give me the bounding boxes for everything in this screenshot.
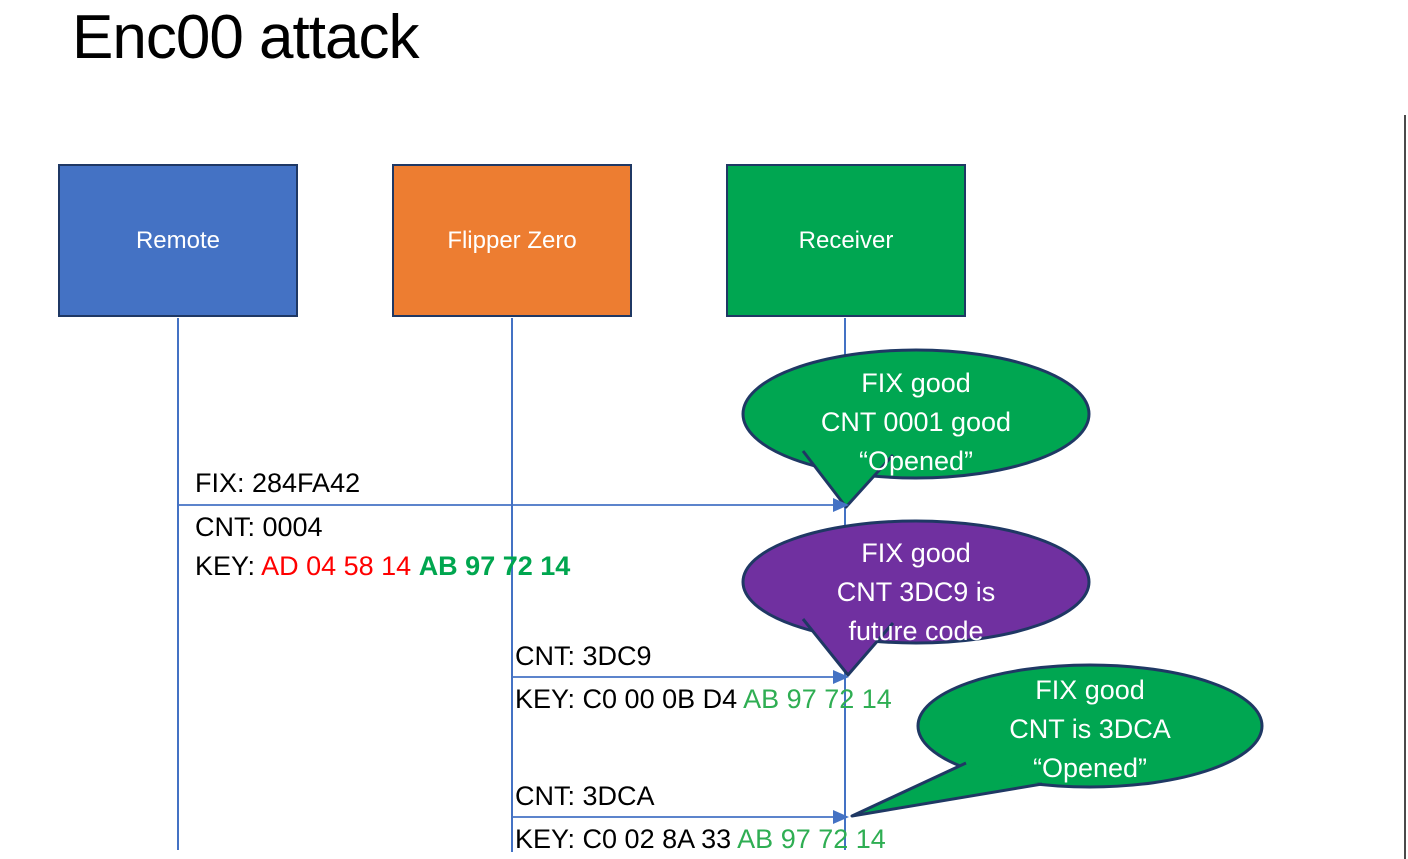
message-arrow-2 [513, 670, 849, 684]
actor-label-remote: Remote [135, 226, 221, 254]
actor-box-remote: Remote [58, 164, 298, 317]
message-3-key-text: KEY: C0 02 8A 33 AB 97 72 14 [515, 824, 886, 854]
message-arrow-1 [179, 498, 849, 512]
callout-line: CNT 0001 good [820, 407, 1012, 437]
slide-right-edge-line [1404, 115, 1406, 859]
actor-label-receiver: Receiver [798, 226, 894, 254]
callout-text-opened-1: FIX good CNT 0001 good “Opened” [766, 364, 1066, 481]
message-1-cnt-text: CNT: 0004 [195, 512, 323, 542]
key-prefix: KEY: [195, 551, 262, 581]
callout-line: FIX good [861, 368, 971, 398]
message-1-fix-text: FIX: 284FA42 [195, 468, 361, 498]
callout-line: future code [848, 616, 984, 646]
slide-title: Enc00 attack [72, 3, 419, 72]
callout-line: “Opened” [858, 446, 974, 476]
callout-bubble-opened-2 [850, 663, 1264, 818]
callout-line: FIX good [1035, 675, 1145, 705]
message-2-key-text: KEY: C0 00 0B D4 AB 97 72 14 [515, 684, 892, 714]
actor-box-flipper-zero: Flipper Zero [392, 164, 632, 317]
actor-label-flipper-zero: Flipper Zero [447, 226, 577, 254]
message-2-cnt-text: CNT: 3DC9 [515, 641, 652, 671]
actor-box-receiver: Receiver [726, 164, 966, 317]
key-green-part: AB 97 72 14 [418, 551, 571, 581]
message-arrow-3 [513, 810, 849, 824]
callout-text-opened-2: FIX good CNT is 3DCA “Opened” [940, 671, 1240, 788]
message-3-cnt-text: CNT: 3DCA [515, 781, 655, 811]
callout-line: “Opened” [1032, 753, 1148, 783]
callout-bubble-future-code [741, 519, 1091, 677]
message-1-key-text: KEY: AD 04 58 14 AB 97 72 14 [195, 551, 570, 581]
key-green-part: AB 97 72 14 [743, 684, 892, 714]
callout-line: CNT is 3DCA [1009, 714, 1171, 744]
key-green-part: AB 97 72 14 [737, 824, 886, 854]
key-black-part: KEY: C0 00 0B D4 [515, 684, 744, 714]
callout-bubble-opened-1 [741, 348, 1091, 509]
key-black-part: KEY: C0 02 8A 33 [515, 824, 738, 854]
key-red-part: AD 04 58 14 [261, 551, 419, 581]
callout-text-future-code: FIX good CNT 3DC9 is future code [766, 534, 1066, 651]
callout-line: CNT 3DC9 is [836, 577, 996, 607]
callout-line: FIX good [861, 538, 971, 568]
